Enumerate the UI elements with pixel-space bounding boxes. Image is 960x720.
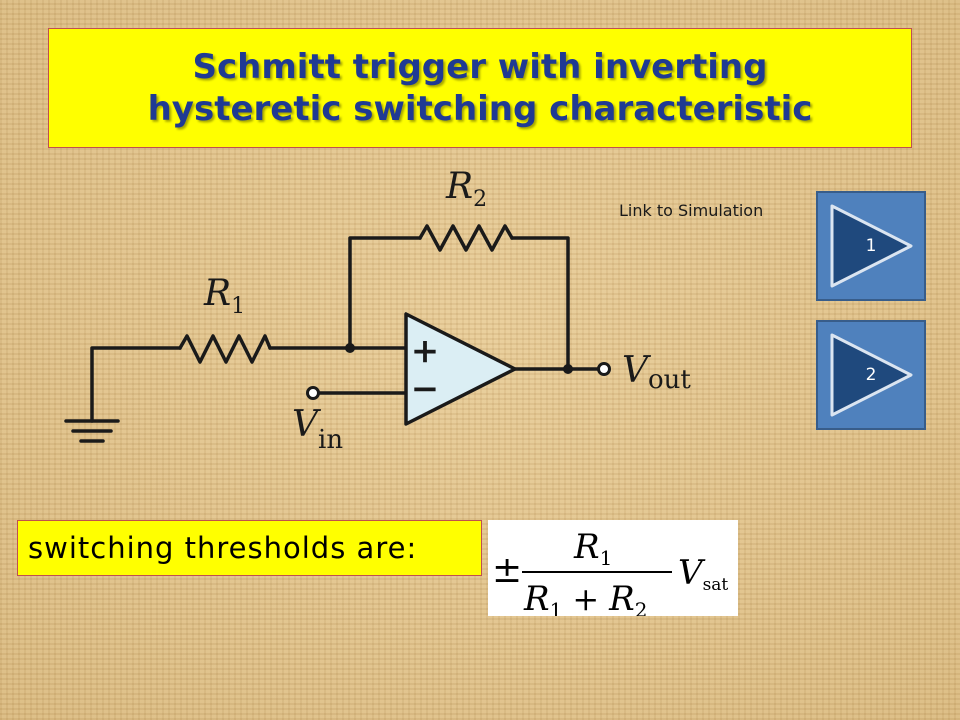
slide-title: Schmitt trigger with inverting hystereti… [147, 47, 813, 129]
junction-dot-output [563, 364, 573, 374]
simulation-1-label: 1 [865, 236, 877, 256]
vin-terminal [306, 386, 320, 400]
vin-letter: V [292, 404, 322, 445]
r1-label: R1 [203, 273, 245, 319]
ground-wire [90, 346, 182, 423]
opamp-triangle [404, 312, 517, 426]
formula-den-plus: + [572, 580, 599, 616]
threshold-formula: ± R1 R1+R2 Vsat [488, 520, 738, 616]
thresholds-label: switching thresholds are: [28, 531, 418, 565]
feedback-right-wire [510, 236, 570, 371]
vout-subscript: out [648, 365, 691, 395]
formula-den-a-letter: R [523, 579, 550, 616]
formula-vsat: Vsat [678, 553, 728, 595]
formula-num-letter: R [573, 527, 600, 567]
formula-num-sub: 1 [600, 546, 613, 570]
feedback-left-wire [348, 236, 422, 350]
thresholds-box: switching thresholds are: [17, 520, 482, 576]
play-icon [816, 191, 926, 301]
simulation-1-button[interactable]: 1 [816, 191, 926, 301]
r2-letter: R [445, 166, 473, 207]
simulation-2-button[interactable]: 2 [816, 320, 926, 430]
title-banner: Schmitt trigger with inverting hystereti… [48, 28, 912, 148]
vin-label: Vin [292, 404, 343, 455]
vout-terminal [597, 362, 611, 376]
r2-subscript: 2 [473, 187, 487, 212]
opamp-plus-sign: + [411, 331, 440, 371]
r2-label: R2 [445, 166, 487, 212]
vout-label: Vout [622, 350, 691, 395]
formula-den-a-sub: 1 [550, 598, 563, 616]
vout-letter: V [622, 350, 652, 391]
formula-v-letter: V [678, 553, 706, 593]
r2-resistor [418, 224, 514, 252]
formula-numerator: R1 [573, 527, 612, 570]
r1-letter: R [203, 273, 231, 314]
formula-denominator: R1+R2 [523, 579, 648, 616]
formula-den-b-letter: R [608, 579, 635, 616]
vin-subscript: in [318, 425, 343, 455]
r1-subscript: 1 [231, 294, 245, 319]
opamp-minus-sign: − [411, 369, 440, 409]
simulation-link[interactable]: Link to Simulation [619, 201, 764, 220]
junction-dot-input [345, 343, 355, 353]
formula-den-b-sub: 2 [635, 598, 648, 616]
formula-plus-minus: ± [492, 550, 522, 591]
r1-resistor [178, 334, 272, 364]
play-icon [816, 320, 926, 430]
formula-v-sub: sat [703, 575, 729, 595]
simulation-2-label: 2 [865, 365, 877, 385]
